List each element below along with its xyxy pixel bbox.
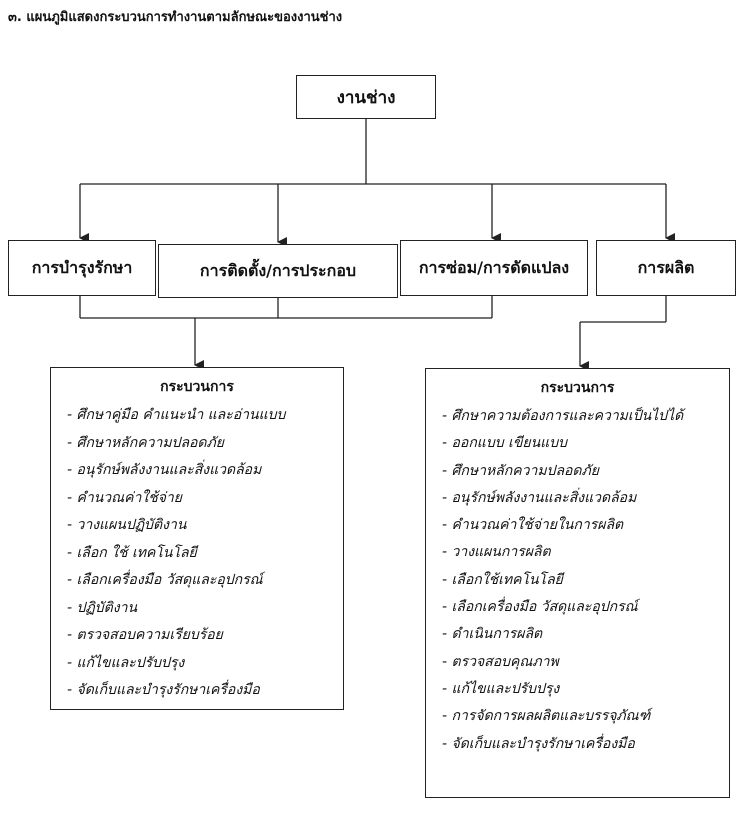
process-item: - ตรวจสอบความเรียบร้อย [67, 627, 223, 643]
process-item: - คำนวณค่าใช้จ่าย [67, 489, 182, 506]
process-item: - ออกแบบ เขียนแบบ [442, 435, 567, 452]
process-item: - การจัดการผลผลิตและบรรจุภัณฑ์ [442, 708, 651, 725]
process-item: - จัดเก็บและบำรุงรักษาเครื่องมือ [442, 735, 635, 752]
process-item: - เลือก ใช้ เทคโนโลยี [67, 544, 197, 561]
process-item: - เลือกเครื่องมือ วัสดุและอุปกรณ์ [67, 572, 263, 588]
process-item: - เลือกใช้เทคโนโลยี [442, 571, 563, 588]
process-box-left: กระบวนการ - ศึกษาคู่มือ คำแนะนำ และอ่านแ… [50, 367, 344, 710]
category-production: การผลิต [596, 240, 736, 296]
process-item: - วางแผนการผลิต [442, 544, 551, 561]
process-box-right: กระบวนการ - ศึกษาความต้องการและความเป็นไ… [425, 368, 730, 798]
process-item: - ศึกษาความต้องการและความเป็นไปได้ [442, 408, 684, 424]
process-item: - ปฏิบัติงาน [67, 599, 138, 616]
process-item: - แก้ไขและปรับปรุง [442, 680, 560, 697]
process-list: - ศึกษาคู่มือ คำแนะนำ และอ่านแบบ - ศึกษา… [61, 402, 333, 705]
process-item: - ศึกษาหลักความปลอดภัย [67, 434, 224, 451]
process-item: - อนุรักษ์พลังงานและสิ่งแวดล้อม [442, 489, 637, 506]
process-item: - จัดเก็บและบำรุงรักษาเครื่องมือ [67, 682, 260, 698]
category-repair-modify: การซ่อม/การดัดแปลง [400, 240, 588, 296]
root-label: งานช่าง [336, 87, 396, 108]
process-heading: กระบวนการ [160, 379, 234, 395]
category-label: การผลิต [637, 257, 695, 277]
root-node: งานช่าง [296, 75, 436, 119]
process-item: - ดำเนินการผลิต [442, 626, 543, 643]
diagram-title: ๓. แผนภูมิแสดงกระบวนการทำงานตามลักษณะของ… [8, 10, 343, 25]
process-item: - ตรวจสอบคุณภาพ [442, 653, 559, 670]
process-item: - วางแผนปฏิบัติงาน [67, 517, 187, 533]
process-item: - ศึกษาคู่มือ คำแนะนำ และอ่านแบบ [67, 407, 286, 423]
process-item: - เลือกเครื่องมือ วัสดุและอุปกรณ์ [442, 599, 638, 616]
process-item: - ศึกษาหลักความปลอดภัย [442, 462, 599, 479]
category-install-assembly: การติดตั้ง/การประกอบ [158, 244, 398, 298]
process-list: - ศึกษาความต้องการและความเป็นไปได้ - ออก… [436, 403, 719, 758]
process-item: - อนุรักษ์พลังงานและสิ่งแวดล้อม [67, 462, 262, 478]
process-item: - คำนวณค่าใช้จ่ายในการผลิต [442, 517, 624, 534]
category-label: การบำรุงรักษา [31, 257, 133, 277]
category-maintenance: การบำรุงรักษา [8, 240, 156, 296]
process-heading: กระบวนการ [540, 380, 615, 396]
process-item: - แก้ไขและปรับปรุง [67, 654, 185, 671]
category-label: การติดตั้ง/การประกอบ [199, 260, 357, 280]
category-label: การซ่อม/การดัดแปลง [418, 257, 570, 277]
